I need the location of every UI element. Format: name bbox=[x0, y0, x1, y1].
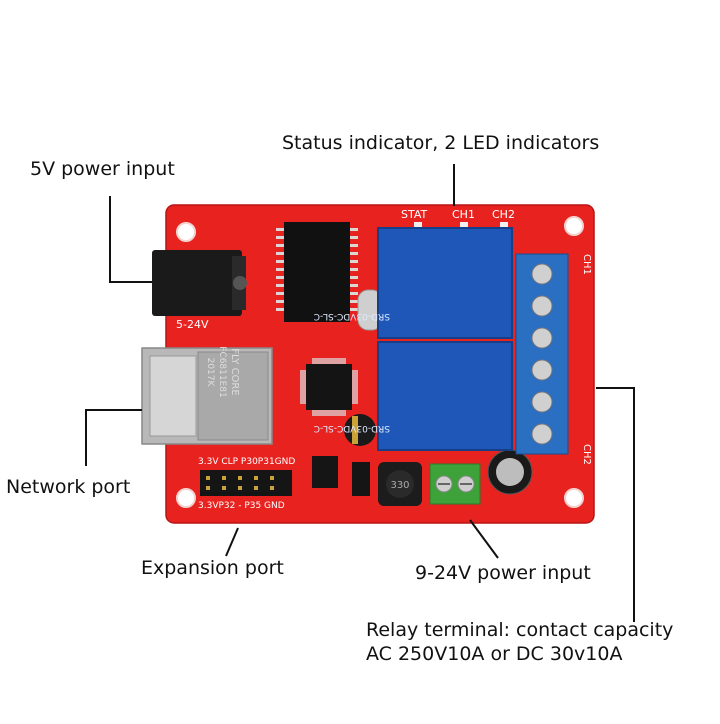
inductor: 330 bbox=[378, 462, 422, 506]
dc-barrel-jack bbox=[152, 250, 247, 316]
rj45-brand: FLY CORE bbox=[229, 348, 240, 395]
callout-lines bbox=[85, 164, 635, 622]
status-leds bbox=[414, 222, 508, 227]
mounting-hole bbox=[564, 488, 584, 508]
label-5v-power: 5V power input bbox=[30, 158, 175, 180]
label-status-indicator: Status indicator, 2 LED indicators bbox=[282, 132, 600, 154]
label-relay-terminal-line2: AC 250V10A or DC 30v10A bbox=[366, 643, 623, 665]
green-power-terminal bbox=[429, 463, 481, 505]
label-9-24v-power: 9-24V power input bbox=[415, 562, 591, 584]
rj45-code: 2017K bbox=[205, 358, 215, 388]
silk-header-bottom: 3.3VP32 - P35 GND bbox=[198, 501, 285, 511]
ic-chip-main bbox=[276, 222, 358, 322]
mounting-hole bbox=[176, 488, 196, 508]
relay-1-model: SRD-03VDC-SL-C bbox=[314, 311, 390, 321]
silk-voltage: 5-24V bbox=[176, 318, 209, 331]
small-chip bbox=[352, 462, 370, 496]
label-relay-terminal-line1: Relay terminal: contact capacity bbox=[366, 619, 674, 641]
rj45-part: FC6811E81 bbox=[217, 346, 227, 398]
relay-terminal-block bbox=[515, 253, 569, 455]
expansion-header bbox=[200, 470, 292, 496]
label-network-port: Network port bbox=[6, 476, 131, 498]
rj45-jack: FLY CORE FC6811E81 2017K bbox=[141, 346, 273, 445]
relay-2-model: SRD-03VDC-SL-C bbox=[314, 423, 390, 433]
silk-stat: STAT bbox=[401, 208, 428, 221]
ic-chip-mcu bbox=[300, 358, 358, 416]
small-chip bbox=[312, 456, 338, 488]
silk-ch2: CH2 bbox=[492, 208, 515, 221]
label-expansion-port: Expansion port bbox=[141, 557, 284, 579]
relay-1: SRD-03VDC-SL-C bbox=[314, 227, 513, 339]
electrolytic-capacitor bbox=[487, 449, 533, 495]
silk-ch1-side: CH1 bbox=[581, 254, 592, 275]
silk-ch2-side: CH2 bbox=[581, 444, 592, 465]
silk-header-top: 3.3V CLP P30P31GND bbox=[198, 457, 295, 467]
silk-ch1: CH1 bbox=[452, 208, 475, 221]
inductor-code: 330 bbox=[390, 480, 409, 491]
mounting-hole bbox=[176, 222, 196, 242]
relay-2: SRD-03VDC-SL-C bbox=[314, 341, 513, 451]
mounting-hole bbox=[564, 216, 584, 236]
